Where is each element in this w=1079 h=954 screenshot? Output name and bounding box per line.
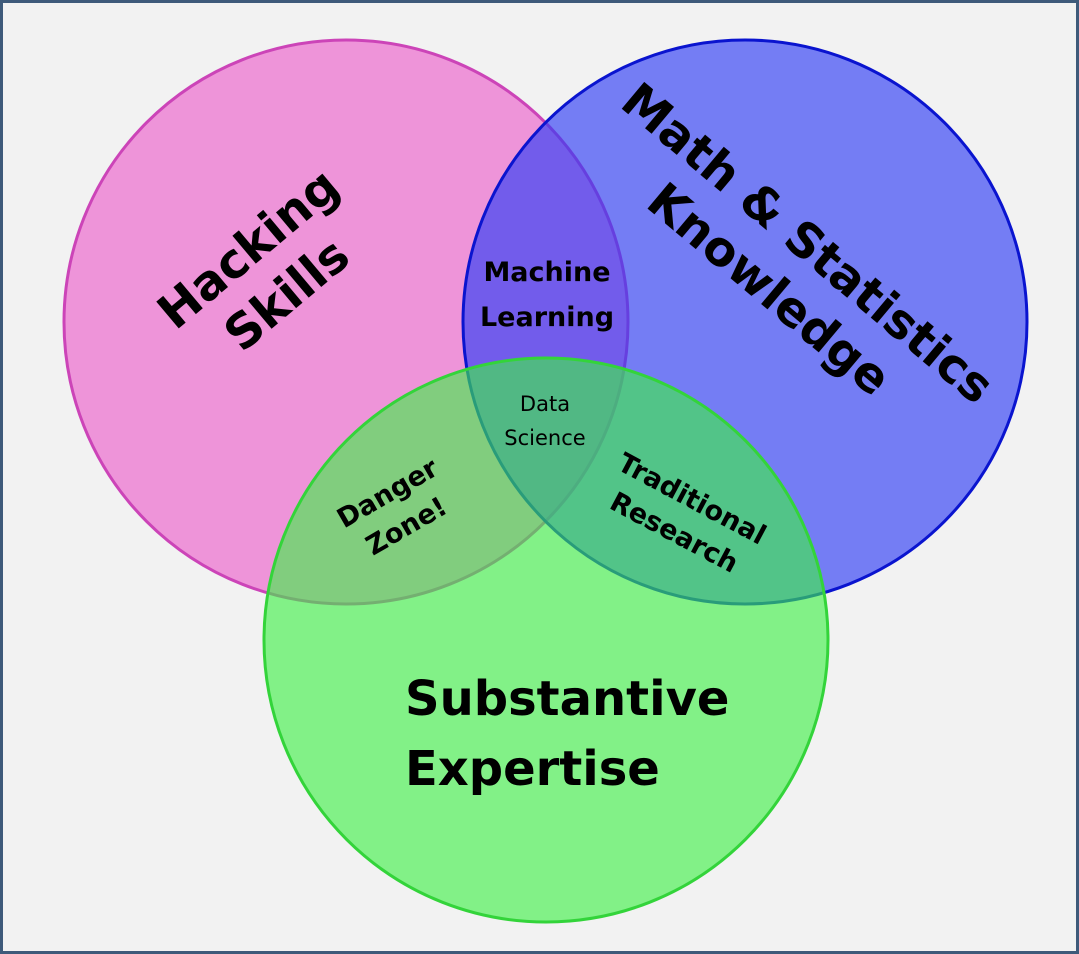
data-science-line1: Data [520,392,570,416]
machine-learning-line1: Machine [483,257,610,288]
substantive-label-line1: Substantive [405,671,729,727]
substantive-expertise-circle [262,356,830,924]
data-science-line2: Science [504,426,585,450]
machine-learning-line2: Learning [480,302,614,333]
substantive-label-line2: Expertise [405,741,660,797]
